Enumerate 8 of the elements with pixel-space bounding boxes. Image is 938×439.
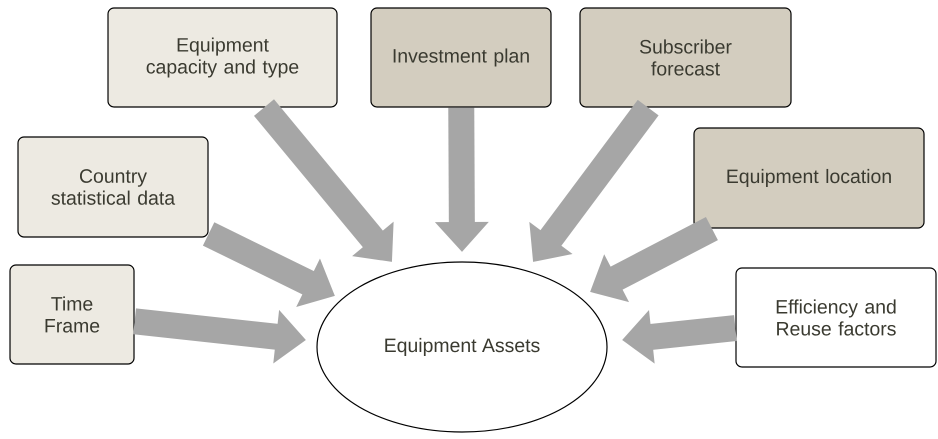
ellipse-node: Equipment Assets xyxy=(316,261,608,433)
process-box: Country statistical data xyxy=(17,136,209,238)
process-box: Equipment capacity and type xyxy=(107,7,338,108)
process-box: Efficiency and Reuse factors xyxy=(735,267,937,368)
process-box: Investment plan xyxy=(370,7,552,108)
process-box: Subscriber forecast xyxy=(579,7,792,108)
process-box: Time Frame xyxy=(9,264,135,365)
process-box: Equipment location xyxy=(693,127,925,229)
